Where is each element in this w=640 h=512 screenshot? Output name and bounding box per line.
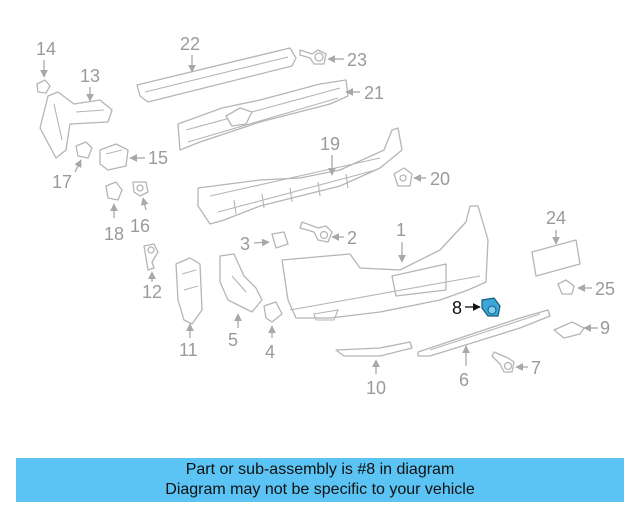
svg-text:6: 6 [459, 370, 469, 390]
part-20-nut[interactable] [393, 167, 413, 187]
part-15-guide[interactable] [99, 143, 129, 171]
callout-2[interactable]: 2 [331, 228, 357, 248]
svg-text:23: 23 [347, 50, 367, 70]
svg-text:8: 8 [452, 298, 462, 318]
part-18-nut[interactable] [105, 181, 123, 201]
part-25-nut[interactable] [557, 279, 575, 295]
part-11-side-mount[interactable] [175, 257, 203, 325]
svg-text:1: 1 [396, 220, 406, 240]
svg-text:3: 3 [240, 234, 250, 254]
part-10-side-trim[interactable] [335, 341, 413, 357]
callout-4[interactable]: 4 [265, 325, 276, 362]
svg-text:12: 12 [142, 282, 162, 302]
callout-14[interactable]: 14 [36, 39, 56, 78]
part-17-nut[interactable] [75, 141, 93, 159]
callout-15[interactable]: 15 [129, 148, 168, 168]
callout-6[interactable]: 6 [459, 345, 470, 390]
callout-5[interactable]: 5 [228, 313, 242, 350]
svg-text:9: 9 [600, 318, 610, 338]
callout-22[interactable]: 22 [180, 34, 200, 73]
svg-text:21: 21 [364, 83, 384, 103]
part-1-bumper-cover[interactable] [281, 205, 489, 321]
callout-16[interactable]: 16 [130, 197, 150, 236]
svg-text:2: 2 [347, 228, 357, 248]
svg-text:7: 7 [531, 358, 541, 378]
part-3-bracket[interactable] [271, 231, 289, 249]
svg-text:20: 20 [430, 169, 450, 189]
callout-8[interactable]: 8 [452, 298, 481, 318]
banner-line-disclaimer: Diagram may not be specific to your vehi… [165, 481, 475, 498]
part-16-screw[interactable] [132, 181, 149, 197]
callout-21[interactable]: 21 [345, 83, 384, 103]
svg-text:10: 10 [366, 378, 386, 398]
callout-11[interactable]: 11 [179, 323, 198, 360]
svg-text:19: 19 [320, 134, 340, 154]
callout-20[interactable]: 20 [413, 169, 450, 189]
callout-1[interactable]: 1 [396, 220, 406, 263]
svg-text:14: 14 [36, 39, 56, 59]
part-7-screw[interactable] [491, 351, 515, 373]
part-4-retainer[interactable] [263, 301, 283, 323]
callout-18[interactable]: 18 [104, 203, 124, 244]
part-22-reinforcement-bar[interactable] [136, 47, 297, 103]
parts-diagram: 22 23 21 14 13 15 [36, 34, 615, 398]
part-14-clip[interactable] [36, 79, 51, 94]
callout-7[interactable]: 7 [515, 358, 541, 378]
info-banner: Part or sub-assembly is #8 in diagram Di… [16, 458, 624, 502]
svg-text:25: 25 [595, 279, 615, 299]
part-5-mudguard[interactable] [219, 253, 263, 313]
callout-23[interactable]: 23 [327, 50, 367, 70]
part-2-bolt[interactable] [299, 221, 333, 243]
svg-text:4: 4 [265, 342, 275, 362]
part-9-clip[interactable] [553, 321, 585, 339]
callout-24[interactable]: 24 [546, 208, 566, 245]
svg-text:13: 13 [80, 66, 100, 86]
banner-line-part: Part or sub-assembly is #8 in diagram [185, 461, 455, 478]
part-12-screw[interactable] [143, 243, 159, 271]
svg-text:17: 17 [52, 172, 72, 192]
part-6-lower-trim[interactable] [417, 309, 551, 357]
part-24-license-plate-bracket[interactable] [531, 239, 581, 277]
svg-text:16: 16 [130, 216, 150, 236]
callout-3[interactable]: 3 [240, 234, 270, 254]
svg-text:11: 11 [179, 340, 198, 360]
part-23-bolt[interactable] [299, 49, 327, 65]
svg-text:15: 15 [148, 148, 168, 168]
part-13-side-bracket[interactable] [39, 91, 113, 159]
callout-13[interactable]: 13 [80, 66, 100, 102]
svg-text:5: 5 [228, 330, 238, 350]
part-21-energy-absorber[interactable] [177, 79, 349, 151]
callout-17[interactable]: 17 [52, 159, 82, 192]
part-8-highlighted[interactable] [481, 297, 501, 317]
part-19-bumper-carrier[interactable] [197, 127, 403, 225]
callout-12[interactable]: 12 [142, 271, 162, 302]
svg-text:22: 22 [180, 34, 200, 54]
callout-19[interactable]: 19 [320, 134, 340, 176]
svg-text:24: 24 [546, 208, 566, 228]
svg-text:18: 18 [104, 224, 124, 244]
callout-10[interactable]: 10 [366, 359, 386, 398]
callout-9[interactable]: 9 [583, 318, 610, 338]
callout-25[interactable]: 25 [577, 279, 615, 299]
